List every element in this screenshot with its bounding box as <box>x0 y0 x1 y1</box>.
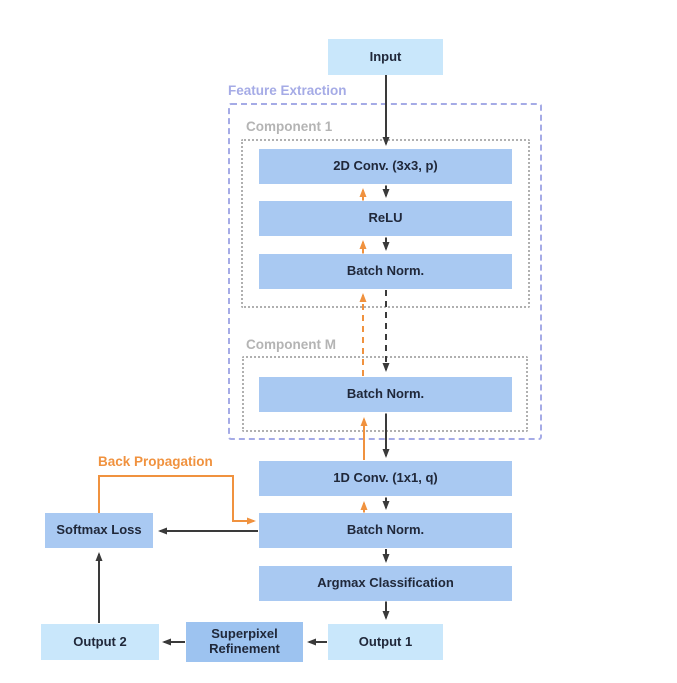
node-output-1: Output 1 <box>328 624 443 660</box>
node-batch-norm-2-label: Batch Norm. <box>346 522 425 538</box>
node-batch-norm-1: Batch Norm. <box>259 254 512 289</box>
node-batch-norm-2: Batch Norm. <box>259 513 512 548</box>
node-output-2-label: Output 2 <box>73 633 127 649</box>
node-argmax-label: Argmax Classification <box>317 575 454 591</box>
node-superpixel-label: Superpixel Refinement <box>209 626 280 656</box>
node-input-label: Input <box>369 48 402 64</box>
component-1-label: Component 1 <box>246 119 333 134</box>
feature-extraction-label: Feature Extraction <box>228 83 347 98</box>
node-relu-label: ReLU <box>368 210 403 226</box>
node-output-2: Output 2 <box>41 624 159 660</box>
node-batch-norm-m: Batch Norm. <box>259 377 512 412</box>
node-input: Input <box>328 39 443 75</box>
node-relu: ReLU <box>259 201 512 236</box>
node-1d-conv-label: 1D Conv. (1x1, q) <box>333 470 438 486</box>
node-softmax-loss-label: Softmax Loss <box>56 522 142 538</box>
node-1d-conv: 1D Conv. (1x1, q) <box>259 461 512 496</box>
node-softmax-loss: Softmax Loss <box>45 513 153 548</box>
component-m-label: Component M <box>246 337 336 352</box>
node-batch-norm-1-label: Batch Norm. <box>346 263 425 279</box>
node-output-1-label: Output 1 <box>358 633 413 649</box>
back-propagation-label: Back Propagation <box>98 454 213 469</box>
node-2d-conv: 2D Conv. (3x3, p) <box>259 149 512 184</box>
node-batch-norm-m-label: Batch Norm. <box>346 386 425 402</box>
node-argmax-classification: Argmax Classification <box>259 566 512 601</box>
node-superpixel-refinement: Superpixel Refinement <box>186 622 303 662</box>
node-2d-conv-label: 2D Conv. (3x3, p) <box>333 158 438 174</box>
